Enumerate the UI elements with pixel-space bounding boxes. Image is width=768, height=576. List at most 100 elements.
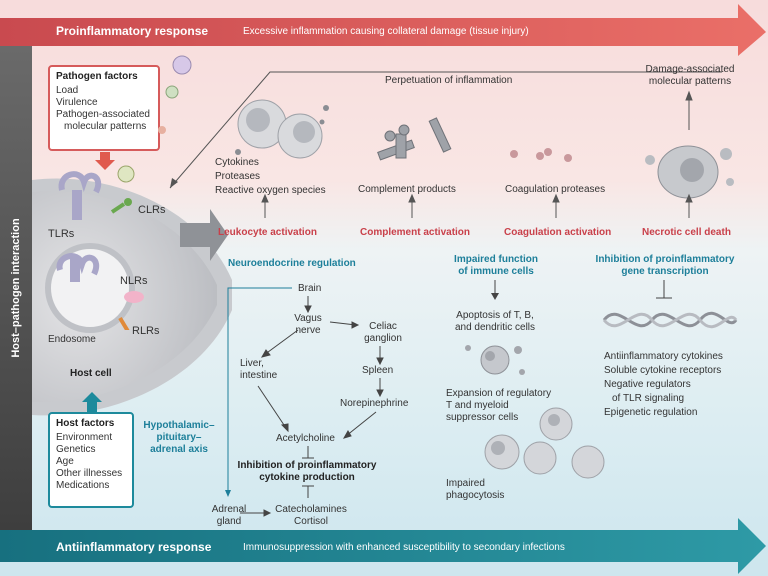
tlrs-label: TLRs xyxy=(48,228,75,240)
gene-item: Negative regulators xyxy=(604,379,691,390)
catecholamines-line: Catecholamines xyxy=(275,504,347,515)
host-factor-item: Age xyxy=(56,456,74,467)
leukocyte-product: Proteases xyxy=(215,171,261,182)
apoptosis-label: Apoptosis of T, B, and dendritic cells xyxy=(440,310,550,334)
neuroendocrine-title: Neuroendocrine regulation xyxy=(228,258,356,269)
damp-line: molecular patterns xyxy=(648,76,732,87)
adrenal-line: Adrenal xyxy=(211,504,247,515)
adrenal-label: Adrenal gland xyxy=(204,504,254,528)
pathogen-factors-box: Pathogen factors Load Virulence Pathogen… xyxy=(48,65,160,151)
feedback-lines xyxy=(169,71,722,189)
leukocyte-product: Reactive oxygen species xyxy=(215,185,326,196)
apoptotic-cells-illustration xyxy=(465,345,525,375)
complement-illustration xyxy=(377,117,452,161)
host-factors-title: Host factors xyxy=(56,418,115,429)
host-cell-arrow xyxy=(180,209,228,261)
regulatory-cells-illustration xyxy=(484,407,605,479)
dna-illustration xyxy=(602,280,738,329)
pathogen-factor-item: Virulence xyxy=(56,97,98,108)
immune-title: Impaired function of immune cells xyxy=(436,254,556,278)
liver-line: Liver, xyxy=(240,358,264,369)
hpa-line: pituitary– xyxy=(156,432,202,443)
apoptosis-line: Apoptosis of T, B, xyxy=(456,310,534,321)
clrs-label: CLRs xyxy=(138,204,166,216)
coagulation-illustration xyxy=(510,148,572,162)
adrenal-line: gland xyxy=(216,516,242,527)
host-cell-label: Host cell xyxy=(70,368,112,379)
host-factor-arrow xyxy=(82,392,102,412)
proinflammatory-banner xyxy=(0,4,766,56)
complement-activation: Complement activation xyxy=(360,227,471,238)
immune-title-line: Impaired function xyxy=(454,254,538,265)
liver-line: intestine xyxy=(240,370,278,381)
antiinflammatory-subtitle: Immunosuppression with enhanced suscepti… xyxy=(243,542,565,553)
brain-label: Brain xyxy=(298,283,322,294)
gene-item: of TLR signaling xyxy=(612,393,685,404)
proinflammatory-subtitle: Excessive inflammation causing collatera… xyxy=(243,26,529,37)
expansion-label: Expansion of regulatory T and myeloid su… xyxy=(446,388,551,424)
hpa-line: adrenal axis xyxy=(150,444,208,455)
celiac-line: Celiac xyxy=(369,321,397,332)
immune-title-line: of immune cells xyxy=(458,266,534,277)
gene-title-line: Inhibition of proinflammatory xyxy=(595,254,735,265)
host-factor-item: Environment xyxy=(56,432,113,443)
rlrs-label: RLRs xyxy=(132,325,160,337)
proinflammatory-title: Proinflammatory response xyxy=(56,24,209,38)
host-factors-box: Host factors Environment Genetics Age Ot… xyxy=(48,412,134,508)
host-factor-item: Medications xyxy=(56,480,110,491)
immune-arrow xyxy=(491,280,499,300)
complement-products-label: Complement products xyxy=(358,184,456,195)
receptors xyxy=(56,171,144,330)
spleen-label: Spleen xyxy=(362,365,394,376)
inhibition-line: cytokine production xyxy=(259,472,355,483)
hpa-line: Hypothalamic– xyxy=(143,420,215,431)
leukocyte-product: Cytokines xyxy=(215,157,259,168)
coagulation-proteases-label: Coagulation proteases xyxy=(505,184,606,195)
pathogen-factors-title: Pathogen factors xyxy=(56,71,138,82)
endosome-label: Endosome xyxy=(48,334,96,345)
host-factor-item: Other illnesses xyxy=(56,468,123,479)
phagocytosis-label: Impaired phagocytosis xyxy=(446,478,504,502)
pathogen-factor-item: Pathogen-associated xyxy=(56,109,150,120)
host-factor-item: Genetics xyxy=(56,444,96,455)
damp-line: Damage-associated xyxy=(645,64,735,75)
gene-title-line: gene transcription xyxy=(621,266,709,277)
pathogen-arrow xyxy=(95,152,115,170)
catecholamines-label: Catecholamines Cortisol xyxy=(266,504,356,528)
phagocytosis-line: Impaired xyxy=(446,478,485,489)
coagulation-activation: Coagulation activation xyxy=(504,227,612,238)
antiinflammatory-banner xyxy=(0,518,766,574)
celiac-label: Celiac ganglion xyxy=(358,321,408,345)
damp-label: Damage-associated molecular patterns xyxy=(640,64,740,88)
gene-item: Epigenetic regulation xyxy=(604,407,698,418)
nlrs-label: NLRs xyxy=(120,275,148,287)
inhibition-line: Inhibition of proinflammatory xyxy=(237,460,377,471)
expansion-line: Expansion of regulatory xyxy=(446,388,552,399)
vagus-line: Vagus xyxy=(294,313,322,324)
gene-item: Soluble cytokine receptors xyxy=(604,365,722,376)
inhibition-cytokine-label: Inhibition of proinflammatory cytokine p… xyxy=(232,460,382,484)
pathogen-factor-item: molecular patterns xyxy=(64,121,147,132)
phagocytosis-line: phagocytosis xyxy=(446,490,505,501)
vagus-label: Vagus nerve xyxy=(288,313,328,337)
liver-label: Liver, intestine xyxy=(240,358,277,382)
expansion-line: T and myeloid xyxy=(446,400,509,411)
pathogens xyxy=(117,55,192,183)
leukocyte-products: Cytokines Proteases Reactive oxygen spec… xyxy=(215,156,326,198)
leukocyte-illustration xyxy=(235,99,329,159)
vagus-line: nerve xyxy=(295,325,321,336)
necrotic-cell-illustration xyxy=(645,145,734,199)
leukocyte-activation: Leukocyte activation xyxy=(218,227,317,238)
hpa-label: Hypothalamic– pituitary– adrenal axis xyxy=(138,420,220,456)
pathogen-factor-item: Load xyxy=(56,85,79,96)
gene-items: Antiinflammatory cytokines Soluble cytok… xyxy=(604,350,723,420)
host-pathogen-bar xyxy=(0,46,32,530)
apoptosis-line: and dendritic cells xyxy=(454,322,536,333)
celiac-line: ganglion xyxy=(364,333,402,344)
necrotic-cell-death: Necrotic cell death xyxy=(642,227,731,238)
norepinephrine-label: Norepinephrine xyxy=(340,398,409,409)
perpetuation-label: Perpetuation of inflammation xyxy=(385,75,513,86)
antiinflammatory-title: Antiinflammatory response xyxy=(56,540,212,554)
